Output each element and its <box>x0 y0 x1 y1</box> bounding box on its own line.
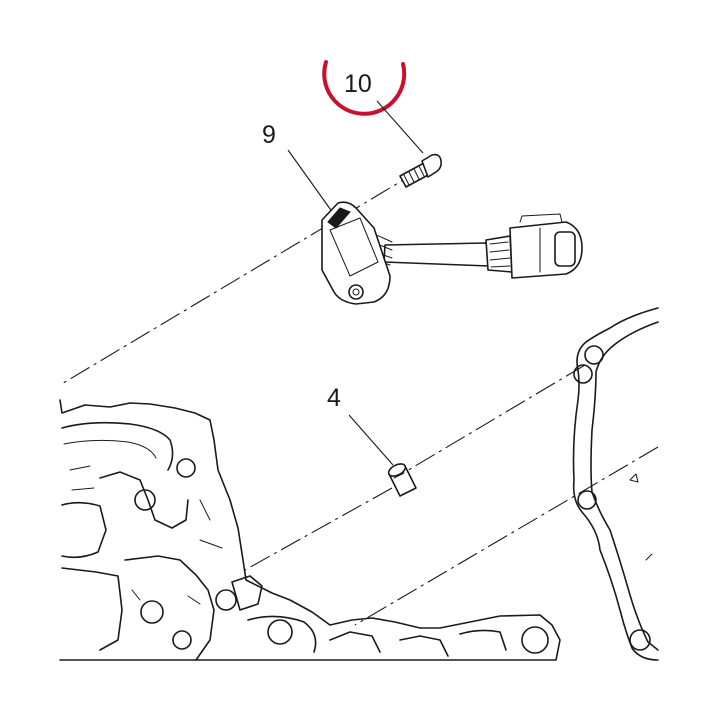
crankcase-lower-bore <box>247 615 317 653</box>
sensor-face <box>329 217 379 277</box>
cover-outer-edge <box>572 307 659 661</box>
callout-label-screw: 10 <box>344 70 372 98</box>
crankcase-bolt-hole-4 <box>267 619 293 645</box>
crankcase-boss-2 <box>176 458 196 478</box>
crankcase-flange <box>99 471 189 529</box>
centerline-cover-lower <box>354 446 659 626</box>
screw-head <box>421 153 442 178</box>
cover-mark <box>629 473 639 483</box>
callout-4: 4 <box>327 384 394 466</box>
callout-9: 9 <box>262 121 334 214</box>
sensor-mount-ear <box>327 207 351 229</box>
dowel-highlight <box>393 472 405 479</box>
leader-line-sensor <box>287 149 334 214</box>
connector-latch <box>519 213 563 223</box>
sensor-body <box>321 201 391 305</box>
crankcase-web <box>124 555 215 661</box>
leader-line-dowel <box>348 414 394 466</box>
cover-dowel-hole <box>573 364 593 384</box>
cover-bolt-hole-3 <box>629 629 651 651</box>
screw-thread <box>403 165 425 186</box>
connector-ribs <box>489 241 511 268</box>
sensor-mounting-hole <box>348 284 364 300</box>
crankcase-outline <box>59 399 561 661</box>
cover-bolt-hole-1 <box>584 345 604 365</box>
crankcase-rib-1 <box>61 501 107 559</box>
engine-crankcase <box>59 399 561 661</box>
side-cover <box>572 307 659 661</box>
sensor-cable <box>383 242 490 267</box>
sensor-hole-inner <box>352 288 360 296</box>
callout-label-sensor: 9 <box>262 121 276 149</box>
cover-bolt-hole-2 <box>577 490 597 510</box>
crankcase-bolt-hole-2 <box>172 630 192 650</box>
crankcase-boss-row <box>329 629 507 657</box>
leader-line-screw <box>376 100 424 154</box>
crankcase-texture <box>69 465 223 605</box>
centerline-dowel-case <box>244 487 393 571</box>
sensor-assembly <box>321 201 583 305</box>
cable-wires <box>371 232 393 266</box>
crankcase-bolt-hole-3 <box>215 589 237 611</box>
crankcase-rib-2 <box>61 567 123 651</box>
callout-label-dowel: 4 <box>327 384 341 412</box>
crankcase-bore <box>61 421 174 471</box>
callout-10: 10 <box>344 70 424 154</box>
crankcase-bolt-hole-1 <box>140 600 164 624</box>
cover-detail <box>645 553 653 561</box>
cover-inner-edge <box>590 321 659 651</box>
connector-socket <box>554 231 576 267</box>
dowel-end <box>387 463 407 477</box>
highlight-circle <box>322 60 407 116</box>
crankcase-boss-1 <box>134 489 156 511</box>
crankcase-bolt-hole-5 <box>521 626 549 654</box>
crankcase-bore-inner <box>63 439 157 459</box>
assembly-centerlines <box>59 169 659 626</box>
centerline-dowel-cover-upper <box>394 364 586 479</box>
crankcase-dowel-seat <box>231 575 263 611</box>
screw-part <box>399 153 442 188</box>
dowel-pin <box>387 463 417 497</box>
